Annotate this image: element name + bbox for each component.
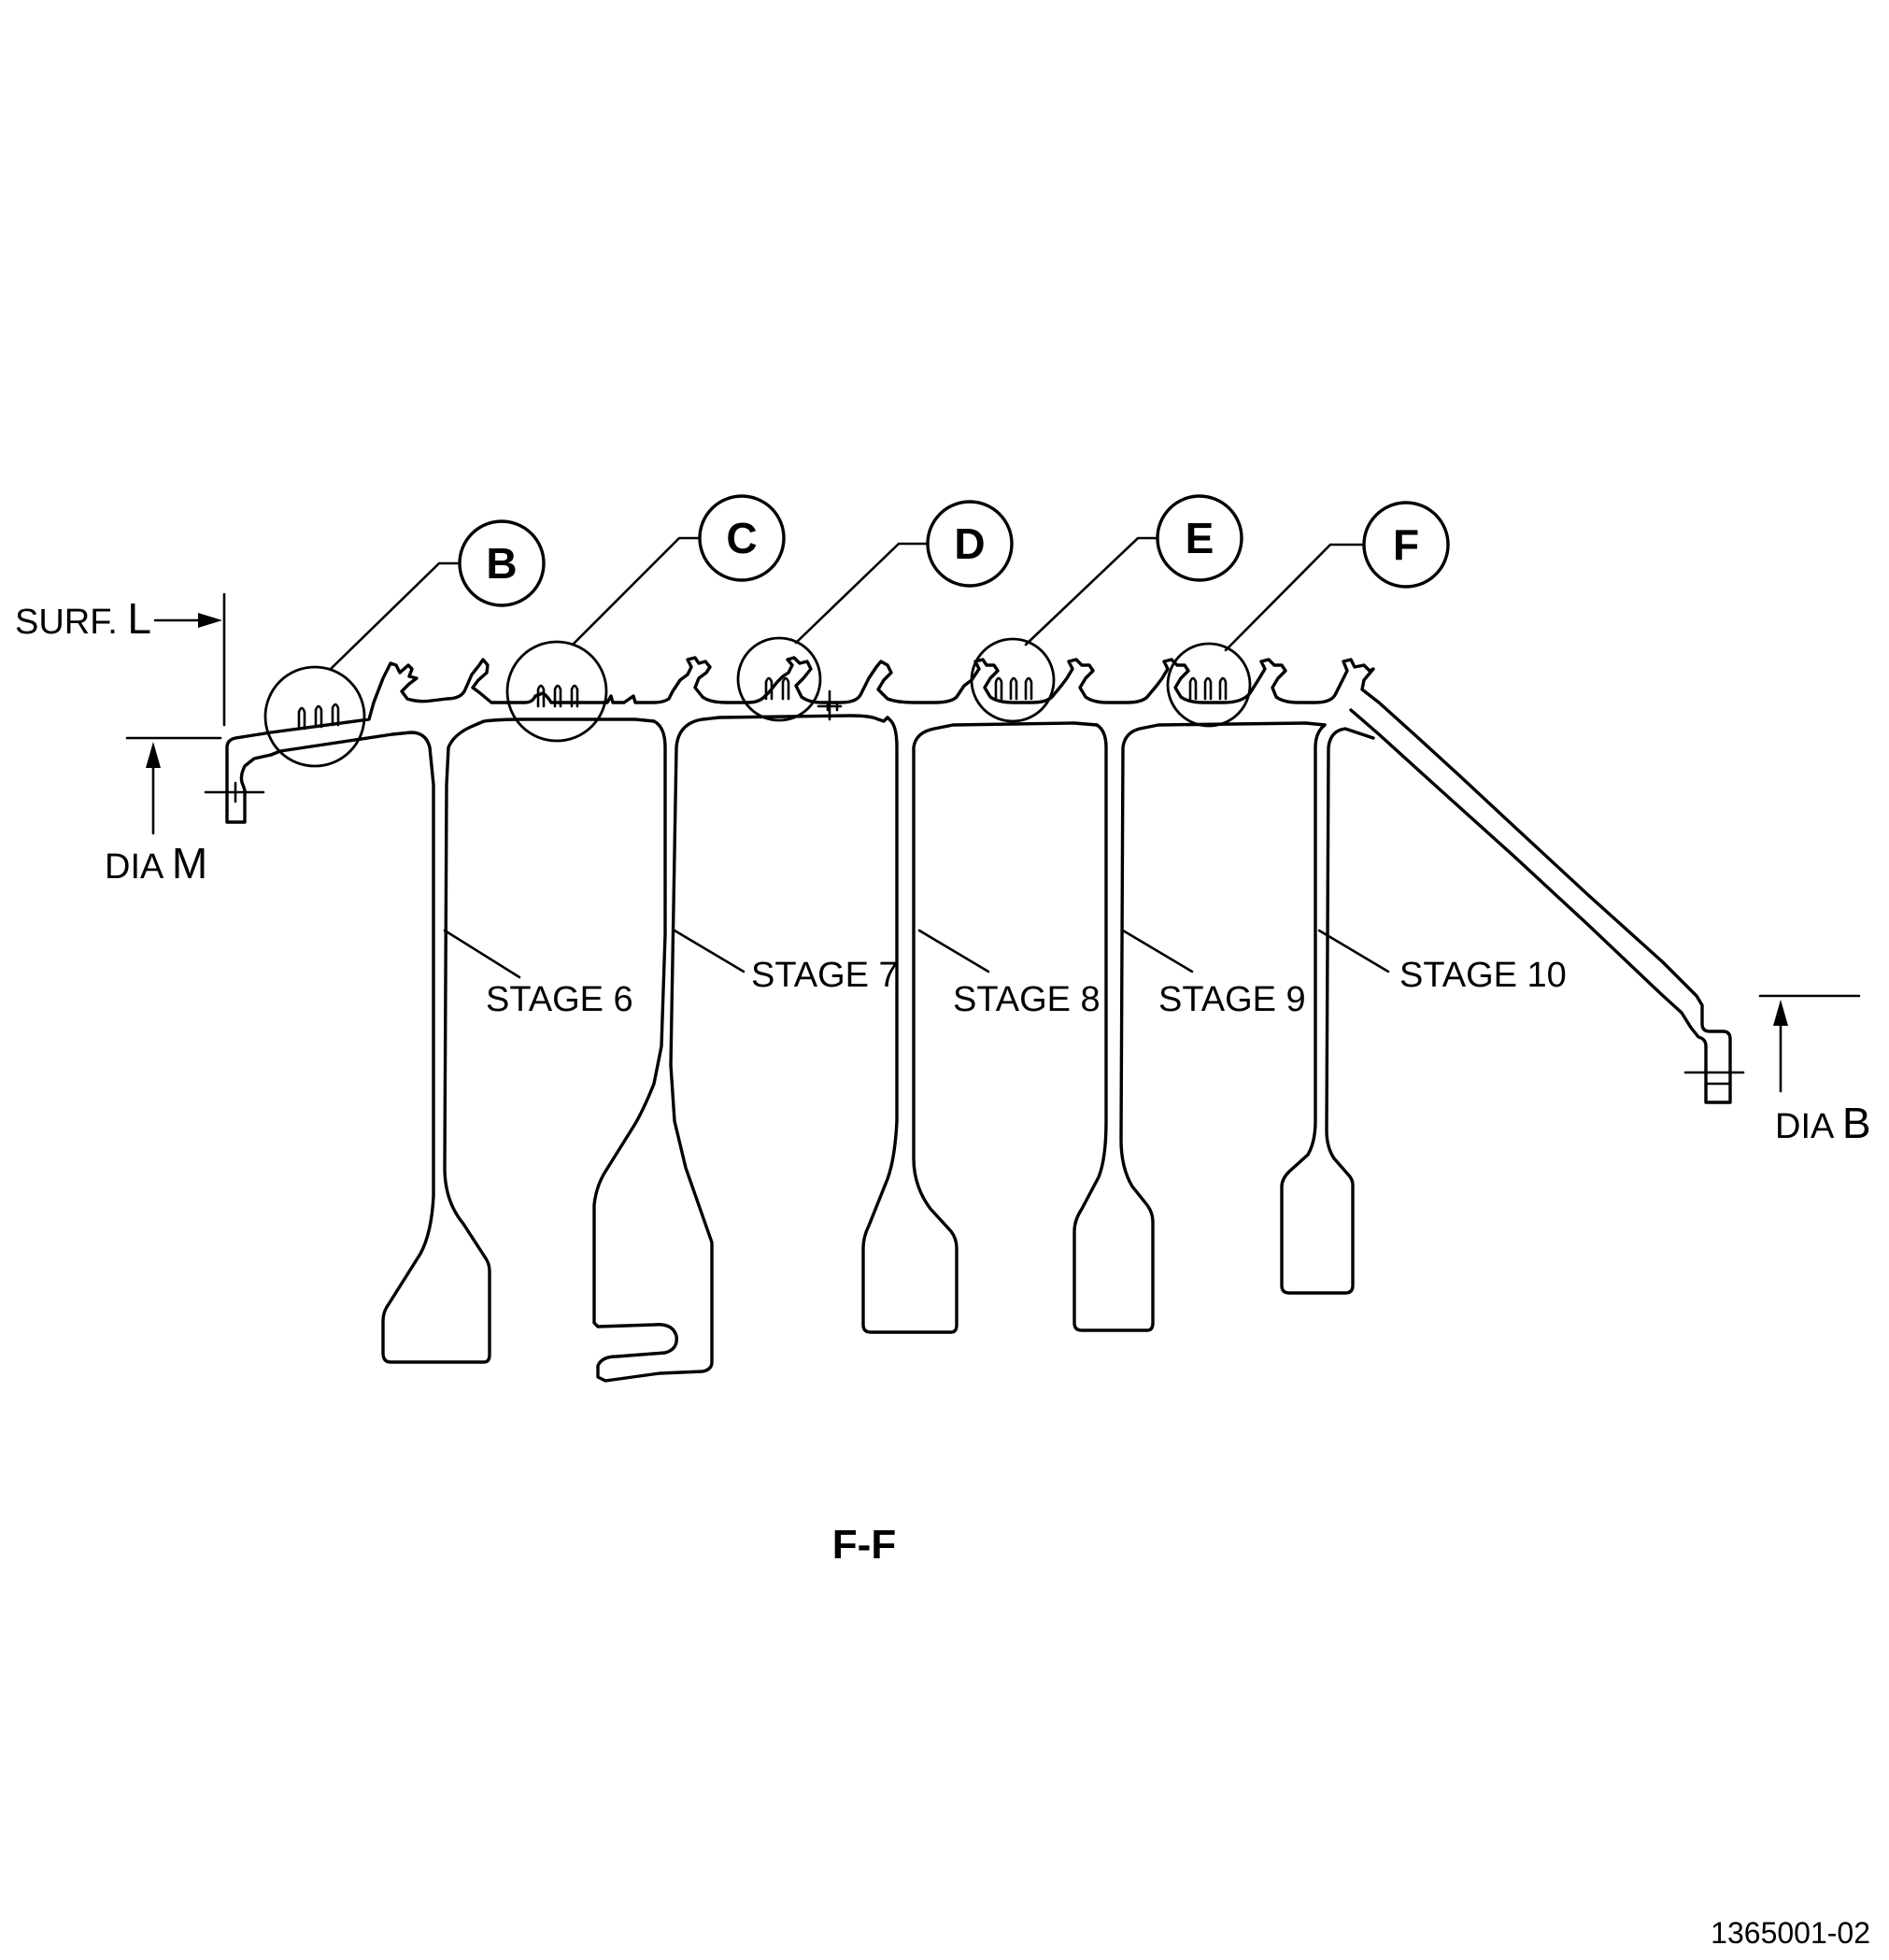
stage-8-callout: STAGE 8: [917, 929, 1101, 1019]
surf-l-dimension: SURF. L: [15, 592, 226, 727]
callout-d: D: [794, 500, 1014, 645]
detail-circle-e: [970, 637, 1056, 723]
callout-e: E: [1024, 494, 1243, 646]
surf-l-arrowhead: [198, 613, 222, 628]
stage-8-label: STAGE 8: [953, 980, 1101, 1019]
detail-circle-b: [263, 665, 366, 768]
callout-f-text: F: [1393, 520, 1419, 569]
callout-c-text: C: [726, 514, 757, 562]
stage-6-disk: [269, 717, 656, 1364]
callout-d-text: D: [954, 519, 985, 568]
dia-m-dimension: DIA M: [105, 736, 222, 888]
detail-circle-c: [505, 640, 608, 743]
callout-c-bubble: [698, 494, 786, 582]
surf-l-label: SURF. L: [15, 594, 151, 643]
callout-b-text: B: [486, 539, 517, 588]
callout-b-bubble: [458, 519, 546, 607]
stage-7-disk: [592, 689, 889, 1383]
detail-circle-d: [736, 636, 822, 722]
stage-7-label: STAGE 7: [751, 956, 899, 995]
callout-c: C: [571, 494, 786, 646]
stage-6-label: STAGE 6: [486, 980, 633, 1019]
dia-b-dimension: DIA B: [1758, 994, 1871, 1147]
stage-10-disk: [1280, 723, 1375, 1295]
stage-8-disk: [861, 716, 1099, 1334]
callout-d-bubble: [926, 500, 1014, 588]
callout-f-bubble: [1362, 501, 1450, 589]
detail-circle-f: [1166, 642, 1252, 728]
callout-f: F: [1224, 501, 1450, 652]
dia-b-arrowhead: [1773, 1000, 1788, 1026]
section-label: F-F: [832, 1522, 896, 1568]
dia-m-label: DIA M: [105, 839, 207, 888]
callout-e-text: E: [1186, 514, 1214, 562]
stage-9-disk: [1072, 721, 1327, 1332]
stage-7-callout: STAGE 7: [673, 929, 899, 995]
stage-10-label: STAGE 10: [1399, 956, 1567, 995]
callout-e-bubble: [1156, 494, 1243, 582]
callout-b: B: [329, 519, 546, 671]
stage-6-callout: STAGE 6: [443, 929, 633, 1019]
dia-m-arrowhead: [146, 742, 161, 768]
stage-10-callout: STAGE 10: [1317, 929, 1567, 995]
figure-id: 1365001-02: [1711, 1916, 1870, 1950]
drum-outer-profile: [204, 656, 1745, 1104]
detail-circles: [263, 636, 1252, 768]
stage-9-callout: STAGE 9: [1121, 929, 1306, 1019]
stage-9-label: STAGE 9: [1158, 980, 1306, 1019]
dia-b-label: DIA B: [1775, 1099, 1871, 1147]
